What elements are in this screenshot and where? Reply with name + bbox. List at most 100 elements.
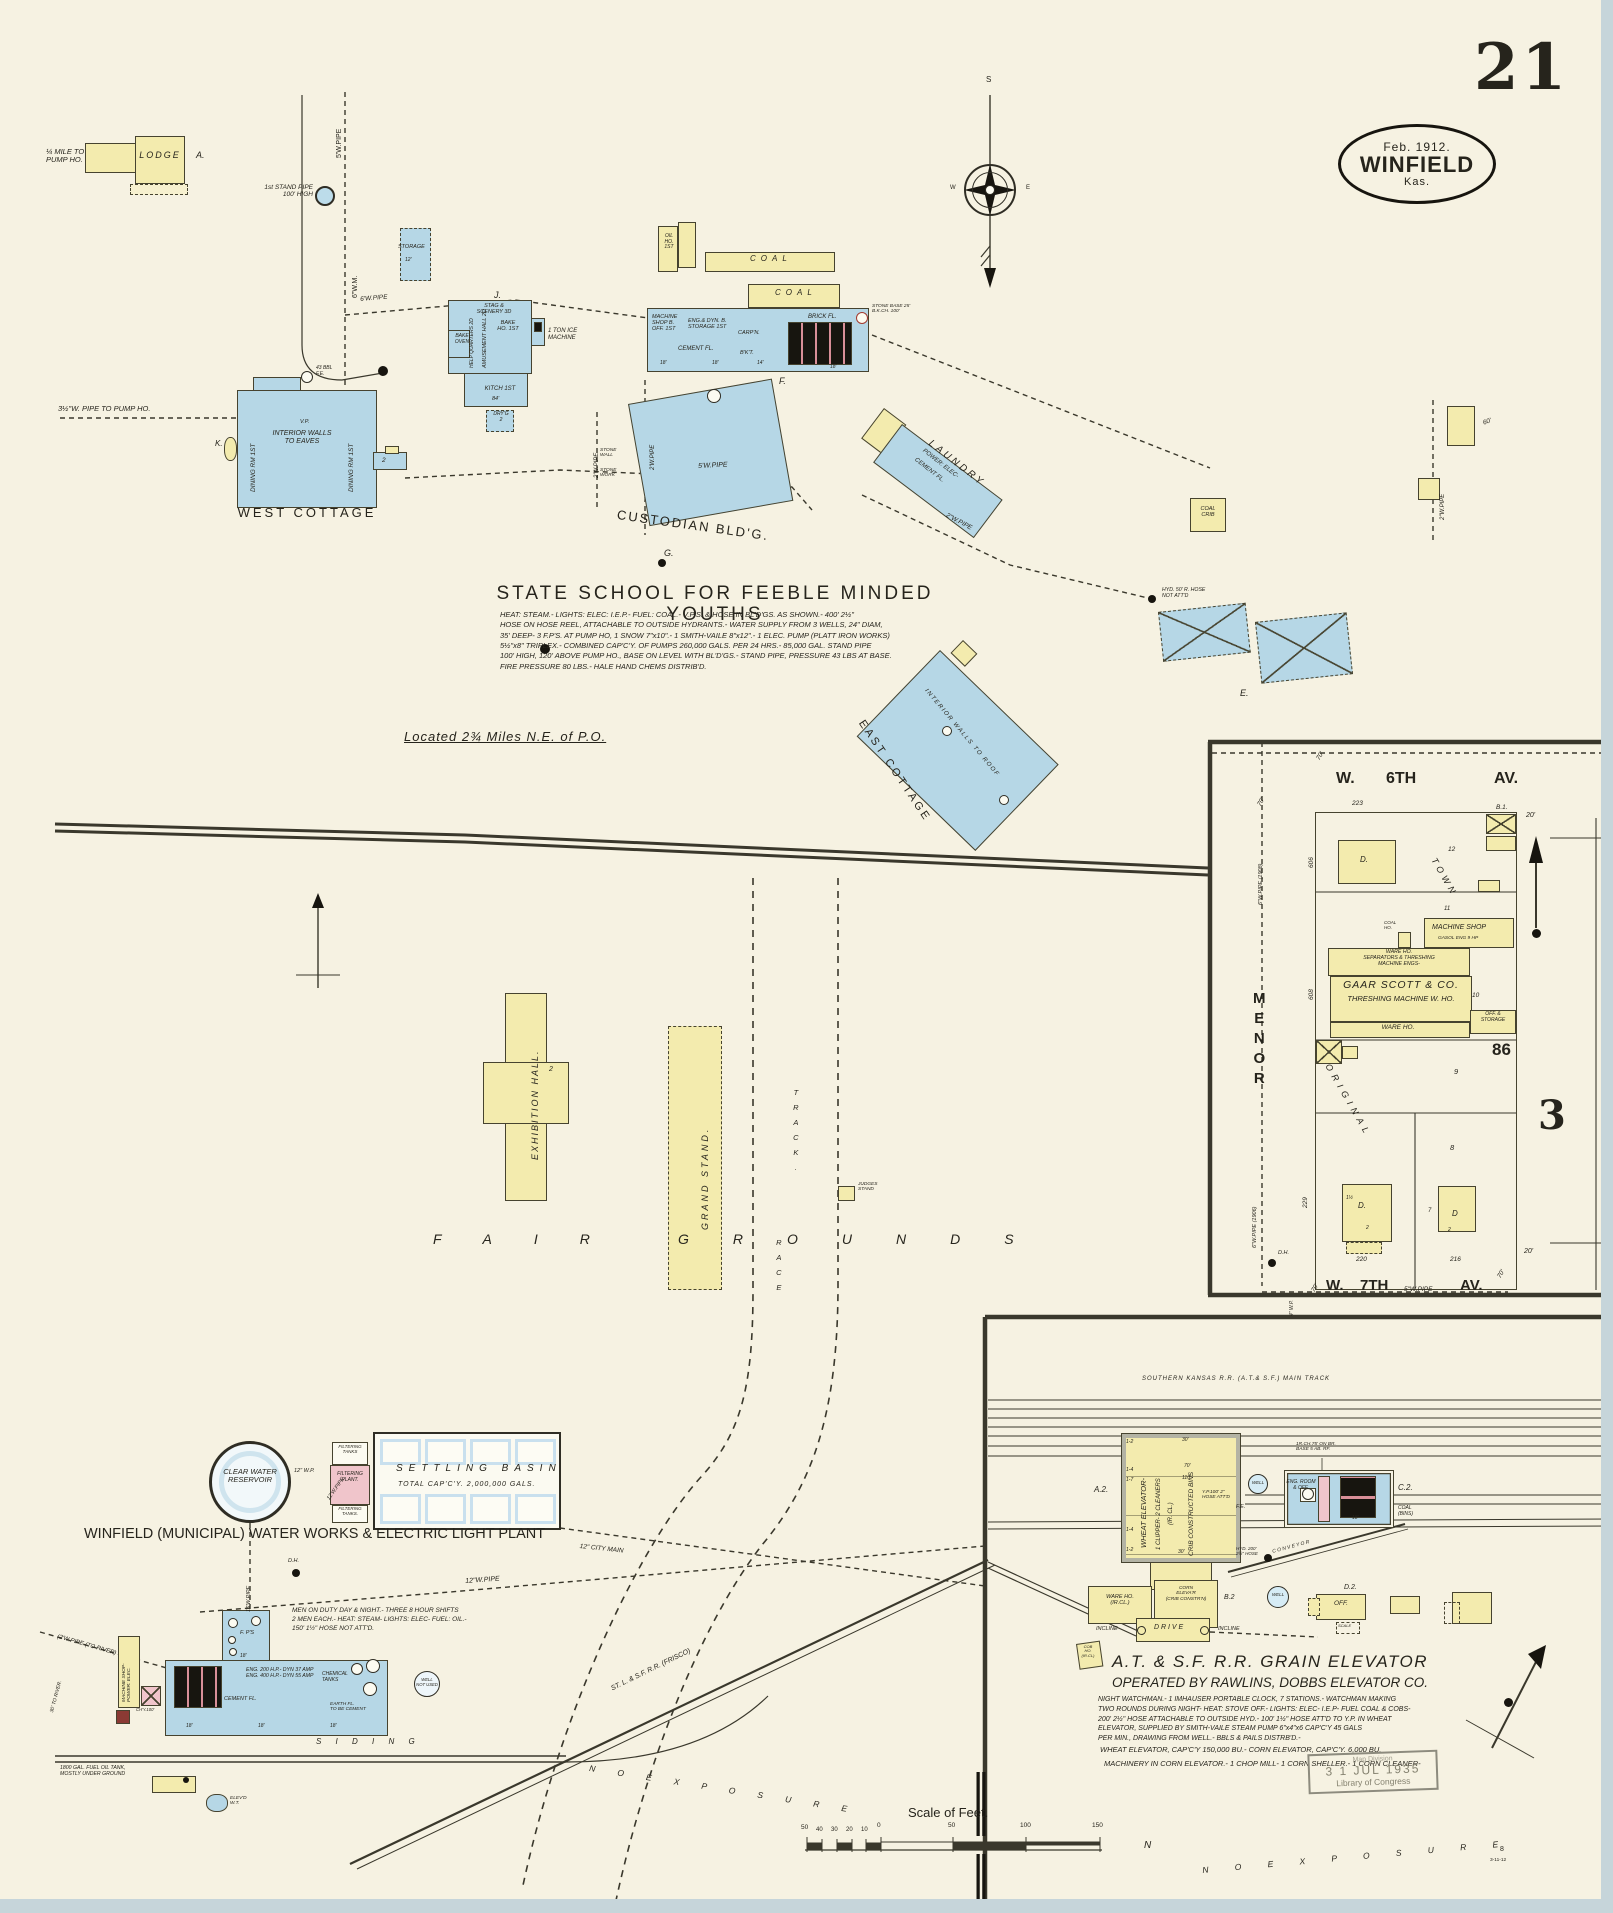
compass-feather-1 [980,245,991,258]
lot-8: 8 [1450,1143,1455,1152]
dim-20-a: 20' [1526,812,1536,819]
tick-100: 100 [1020,1822,1031,1829]
machine-shop-v-label: MACHINE SHOP- POWER: ELEC. [122,1663,133,1702]
well-pump-house [414,1671,440,1697]
crossed-building-2 [1255,612,1353,684]
compass-ring-inner [972,172,1008,208]
pipe-label-35w: 3½"W. PIPE TO PUMP HO. [58,404,151,413]
tick-40: 40 [816,1827,823,1833]
sheet-note-8: 8 [1500,1846,1504,1853]
compass-w: W [950,185,956,191]
coal-bins-label: COAL (BINS) [1398,1505,1413,1517]
pipe-6w [344,299,649,319]
yellow-small-grain [1390,1596,1420,1614]
elevated-water-tank [206,1794,228,1812]
wheat-dim-5: 70' [1184,1463,1191,1469]
inset2-arrow-cross [1465,1719,1535,1759]
storage-building [400,228,431,281]
dh-label-2: D.H. [288,1558,299,1564]
d3-2: 2 [1448,1227,1451,1233]
machine-shop-label: MACHINE SHOP [1432,924,1487,931]
drive-lane [301,95,384,381]
filtering-tanks-top [332,1442,368,1465]
pipe-label-16: 16'W.PIPE [246,1585,252,1612]
state-school-notes: HEAT: STEAM.- LIGHTS: ELEC: I.E.P.- FUEL… [500,610,892,671]
coal-shed-2 [748,284,840,308]
dim-20-b: 20' [1524,1248,1534,1255]
eng-room-label: ENG. ROOM & OFF. [1286,1479,1316,1491]
ware-house-2 [1330,1022,1470,1038]
hydrant-dot-school [1148,595,1156,603]
power-house-boiler [788,322,852,365]
coal-crib [1190,498,1226,532]
tick-30: 30 [831,1827,838,1833]
incline-1: INCLINE [1096,1626,1118,1632]
compass-s: S [986,75,992,84]
well-label-2: WELL [1271,1592,1285,1597]
f-cement: CEMENT FL. [678,346,714,352]
fuel-tank-note: 1800 GAL. FUEL OIL TANK, MOSTLY UNDER GR… [60,1765,126,1777]
hydrant-dot-elevator [1264,1554,1272,1562]
scale-box [1336,1622,1360,1634]
waterworks-notes: MEN ON DUTY DAY & NIGHT.- THREE 8 HOUR S… [292,1607,467,1633]
lodge-main [135,136,185,184]
wheat-label-2: 1 CLIPPER- 2 CLEANERS [1156,1478,1162,1550]
f-eng-dyn: ENG.& DYN. B. STORAGE 1ST [688,318,727,331]
valve-dot-2 [540,644,550,654]
machine-shop-vertical [118,1636,140,1708]
exhibition-label: EXHIBITION HALL. [530,1049,540,1160]
settling-basin [373,1432,561,1530]
stone-wall-note: STONE WALL [600,448,617,459]
road-upper [54,822,1209,870]
pipe-label-2w-d: 2"W.PIPE [1440,493,1446,520]
well-grain-1 [1248,1474,1268,1494]
basin-cell [425,1494,466,1524]
basin-cell [380,1494,421,1524]
compass-hub [985,185,995,195]
j-label: J. [494,290,502,300]
wheat-dim-3: 1-4 [1126,1467,1134,1473]
compass-ring-outer [964,164,1016,216]
engine-circle [1302,1488,1314,1500]
w7-7th: 7TH [1360,1277,1389,1294]
f-dim-3: 14' [757,360,764,366]
frisco-rail-a [349,1559,989,1865]
grand-stand-label: GRAND STAND. [700,1126,710,1230]
compass-feather-2 [980,254,991,267]
compass-point [984,268,996,288]
fire-pump-3 [228,1636,236,1644]
drive-post-1 [1136,1625,1146,1635]
fe-circle-east-2 [999,795,1009,805]
valve-dot-3 [658,559,666,567]
west-cottage-main [237,390,377,508]
town-small-rect [1478,880,1500,892]
reservoir-inner-ring [219,1451,281,1513]
cob-label: COB HO. (IR.CL) [1081,1644,1095,1658]
a2-label: A.2. [1094,1485,1109,1494]
basin-cell [425,1439,466,1465]
ware-house-3 [1088,1586,1152,1624]
wc-k: K. [215,439,223,448]
pipe-label-2w-b: 2'W.PIPE [594,452,600,478]
wheat-label-4: CRIB CONSTRUCTED BINS [1188,1471,1195,1556]
wheat-elevator [1121,1433,1241,1563]
well-grain-2 [1267,1586,1289,1608]
track-label: TRACK. [791,1088,801,1178]
scan-edge-right [1601,0,1613,1913]
filt-plant-label: FILTERING PLANT. [337,1471,363,1483]
j-bake: BAKE HO. 1ST [497,320,519,333]
n-letter: N [1144,1840,1152,1851]
grain-notes: NIGHT WATCHMAN.- 1 IMHAUSER PORTABLE CLO… [1098,1696,1411,1743]
wheat-dim-6: 110' [1182,1475,1191,1481]
wheat-dim-9: 30' [1178,1549,1185,1555]
corn-label: CORN ELEVA'R (CRIB CONSTR'N) [1165,1586,1207,1602]
coal-crib-label: COAL CRIB [1200,506,1216,519]
tick-20: 20 [846,1827,853,1833]
tick-10: 10 [861,1827,868,1833]
off-storage-label: OFF. & STORAGE [1480,1011,1506,1023]
red-box [116,1710,130,1724]
stone-base-note: STONE BASE 25' B.K.CH. 100' [872,304,911,315]
gaar-label-2: THRESHING MACHINE W. HO. [1347,994,1455,1003]
basin-cell [515,1439,556,1465]
